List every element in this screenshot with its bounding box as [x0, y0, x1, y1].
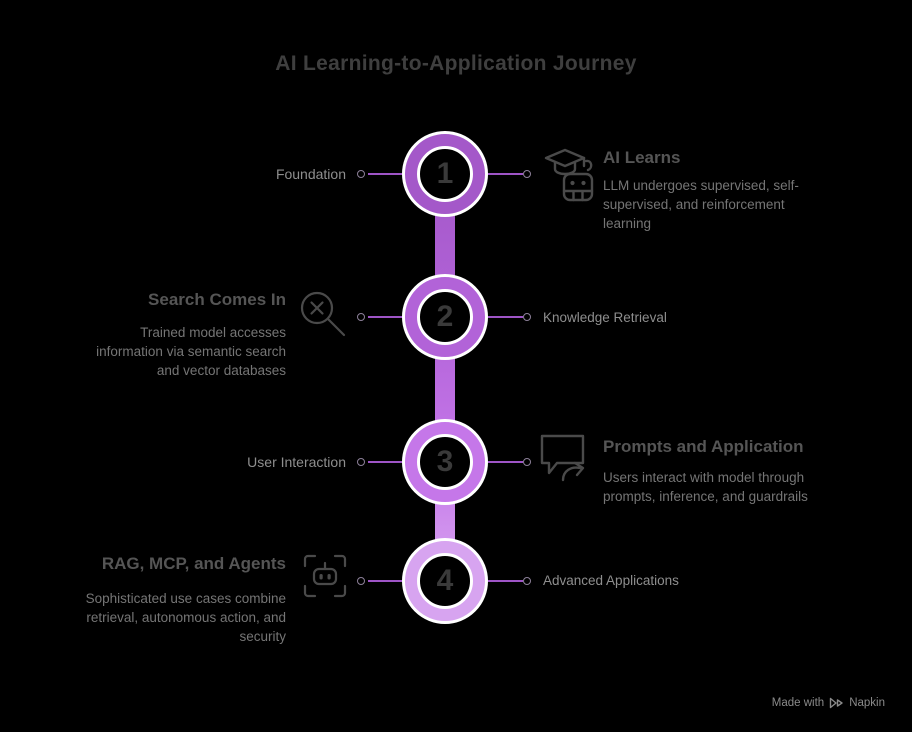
step4-description: Sophisticated use cases combine retrieva… — [85, 591, 286, 644]
connector-line — [368, 316, 402, 318]
search-x-icon — [297, 287, 349, 347]
step-number: 2 — [436, 300, 454, 333]
node-core: 4 — [417, 553, 473, 609]
node-3: 3 — [402, 419, 488, 505]
step-number: 3 — [436, 445, 454, 478]
chat-arrow-icon — [537, 429, 591, 483]
line-endpoint — [357, 313, 365, 321]
connector-line — [368, 461, 402, 463]
connector-line — [488, 173, 523, 175]
napkin-logo-icon — [829, 697, 843, 709]
connector-line — [488, 316, 523, 318]
line-endpoint — [357, 577, 365, 585]
step3-description: Users interact with model through prompt… — [603, 470, 808, 504]
step1-description: LLM undergoes supervised, self-supervise… — [603, 178, 799, 231]
robot-graduate-icon — [544, 144, 596, 204]
node-2: 2 — [402, 274, 488, 360]
node-4: 4 — [402, 538, 488, 624]
robot-frame-icon — [299, 550, 351, 602]
page-title: AI Learning-to-Application Journey — [275, 52, 637, 75]
step4-title: RAG, MCP, and Agents — [101, 554, 286, 573]
connector-line — [368, 580, 402, 582]
step-number: 4 — [436, 564, 454, 597]
node-core: 3 — [417, 434, 473, 490]
step2-title: Search Comes In — [148, 290, 286, 309]
line-endpoint — [523, 458, 531, 466]
node-core: 2 — [417, 289, 473, 345]
footer-credit: Made with Napkin — [772, 697, 885, 709]
made-with-text: Made with — [771, 697, 825, 709]
node-core: 1 — [417, 146, 473, 202]
connector-line — [368, 173, 402, 175]
step2-description: Trained model accesses information via s… — [96, 325, 286, 378]
line-endpoint — [357, 170, 365, 178]
line-endpoint — [357, 458, 365, 466]
connector-line — [488, 580, 523, 582]
node-1: 1 — [402, 131, 488, 217]
line-endpoint — [523, 313, 531, 321]
step3-left-label: User Interaction — [247, 454, 346, 470]
brand-text: Napkin — [849, 697, 885, 709]
step4-right-label: Advanced Applications — [543, 573, 679, 588]
line-endpoint — [523, 170, 531, 178]
connector-line — [488, 461, 523, 463]
step3-title: Prompts and Application — [603, 437, 804, 456]
step1-left-label: Foundation — [275, 166, 346, 182]
step-number: 1 — [436, 157, 454, 190]
step2-right-label: Knowledge Retrieval — [543, 310, 667, 325]
line-endpoint — [523, 577, 531, 585]
step1-title: AI Learns — [603, 148, 681, 167]
